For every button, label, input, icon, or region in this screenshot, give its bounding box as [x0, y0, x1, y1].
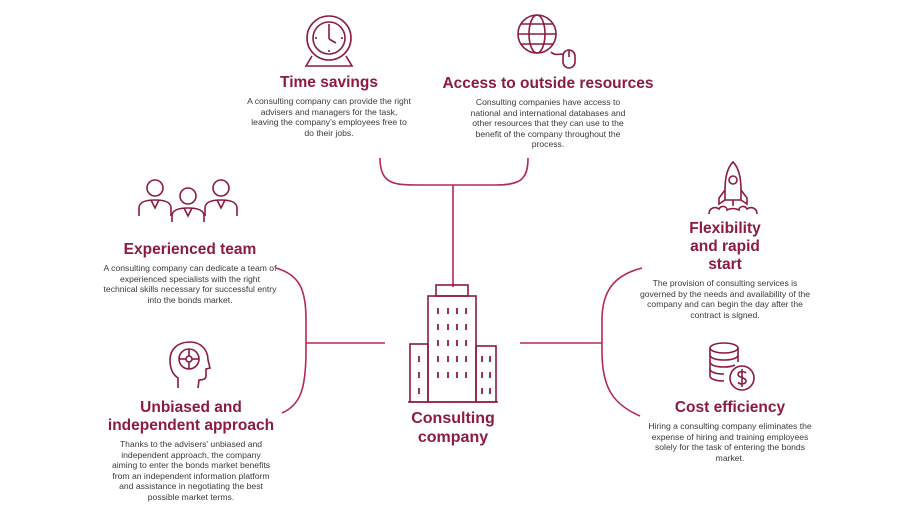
benefit-title: Experienced team	[123, 241, 257, 258]
benefit-outside-resources: Access to outside resources Consulting c…	[430, 75, 666, 150]
benefit-title: Flexibility and rapid start	[689, 220, 761, 273]
benefit-cost-efficiency: Cost efficiency Hiring a consulting comp…	[640, 399, 820, 463]
benefit-description: The provision of consulting services is …	[639, 278, 811, 320]
rocket-icon	[708, 160, 758, 215]
benefit-experienced-team: Experienced team A consulting company ca…	[102, 241, 278, 305]
center-title: Consulting company	[411, 410, 495, 446]
benefit-title: Access to outside resources	[442, 75, 654, 92]
benefit-description: Hiring a consulting company eliminates t…	[648, 421, 812, 463]
benefit-title: Cost efficiency	[674, 399, 786, 416]
benefit-unbiased: Unbiased and independent approach Thanks…	[94, 399, 288, 503]
building-icon	[408, 284, 498, 403]
benefit-time-savings: Time savings A consulting company can pr…	[246, 74, 412, 138]
coins-dollar-icon	[709, 342, 755, 391]
benefit-description: A consulting company can dedicate a team…	[103, 263, 277, 305]
team-icon	[138, 179, 238, 222]
top-bracket	[379, 157, 529, 186]
left-bracket	[275, 267, 307, 414]
right-bracket	[601, 267, 643, 417]
benefit-description: Thanks to the advisers' unbiased and ind…	[111, 439, 271, 502]
benefit-flexibility: Flexibility and rapid start The provisio…	[636, 220, 814, 320]
brain-head-icon	[169, 341, 211, 389]
globe-mouse-icon	[517, 14, 576, 69]
clock-icon	[304, 15, 354, 67]
benefit-description: A consulting company can provide the rig…	[247, 96, 411, 138]
benefit-description: Consulting companies have access to nati…	[470, 97, 626, 150]
benefit-title: Time savings	[280, 74, 378, 91]
benefit-title: Unbiased and independent approach	[107, 399, 275, 434]
